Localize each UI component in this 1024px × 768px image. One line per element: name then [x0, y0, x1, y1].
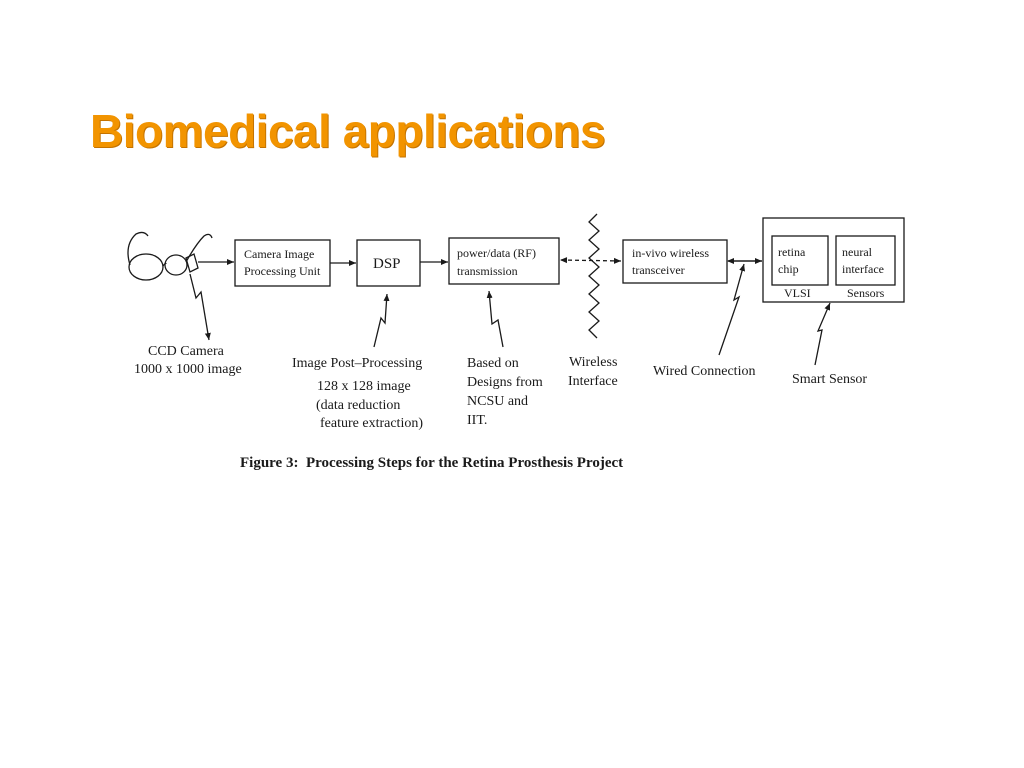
retina-chip-label-1: retina	[778, 245, 806, 259]
dsp-box	[356, 239, 421, 287]
ccd-annotation-2: 1000 x 1000 image	[134, 362, 242, 377]
wired-pointer	[718, 263, 746, 356]
dsp-label: DSP	[373, 256, 401, 272]
post-processing-pointer	[373, 293, 390, 348]
post-processing-annotation-1: Image Post–Processing	[292, 356, 422, 371]
neural-interface-box	[835, 235, 896, 286]
retina-chip-label-2: chip	[778, 262, 799, 276]
based-on-annotation-2: Designs from	[467, 375, 543, 390]
glasses-camera-icon	[127, 231, 213, 281]
figure-caption: Figure 3: Processing Steps for the Retin…	[240, 455, 623, 471]
transceiver-label-2: transceiver	[632, 263, 685, 277]
rf-transmission-box	[448, 237, 560, 285]
wired-annotation: Wired Connection	[653, 364, 755, 379]
ccd-annotation-1: CCD Camera	[148, 344, 225, 359]
smart-sensor-annotation: Smart Sensor	[792, 372, 867, 387]
smart-sensor-pointer	[814, 302, 831, 366]
wireless-annotation-1: Wireless	[569, 355, 617, 370]
smart-sensor-box	[762, 217, 905, 303]
based-on-annotation-3: NCSU and	[467, 394, 528, 409]
based-on-annotation-1: Based on	[467, 356, 519, 371]
wireless-annotation-2: Interface	[568, 374, 618, 389]
sensors-label: Sensors	[847, 286, 885, 300]
neural-interface-label-2: interface	[842, 262, 884, 276]
transceiver-label-1: in-vivo wireless	[632, 246, 709, 260]
post-processing-annotation-3: (data reduction	[316, 398, 400, 413]
based-on-pointer	[486, 290, 504, 348]
camera-unit-label-2: Processing Unit	[244, 264, 321, 278]
wireless-interface-zigzag	[588, 213, 600, 339]
rf-label-2: transmission	[457, 264, 518, 278]
slide-title: Biomedical applications	[90, 105, 606, 157]
retina-chip-box	[771, 235, 829, 286]
camera-unit-label-1: Camera Image	[244, 247, 314, 261]
ccd-pointer	[189, 273, 211, 341]
based-on-annotation-4: IIT.	[467, 413, 487, 428]
neural-interface-label-1: neural	[842, 245, 873, 259]
post-processing-annotation-4: feature extraction)	[320, 416, 423, 431]
vlsi-label: VLSI	[784, 286, 811, 300]
post-processing-annotation-2: 128 x 128 image	[317, 379, 411, 394]
rf-label-1: power/data (RF)	[457, 246, 536, 260]
